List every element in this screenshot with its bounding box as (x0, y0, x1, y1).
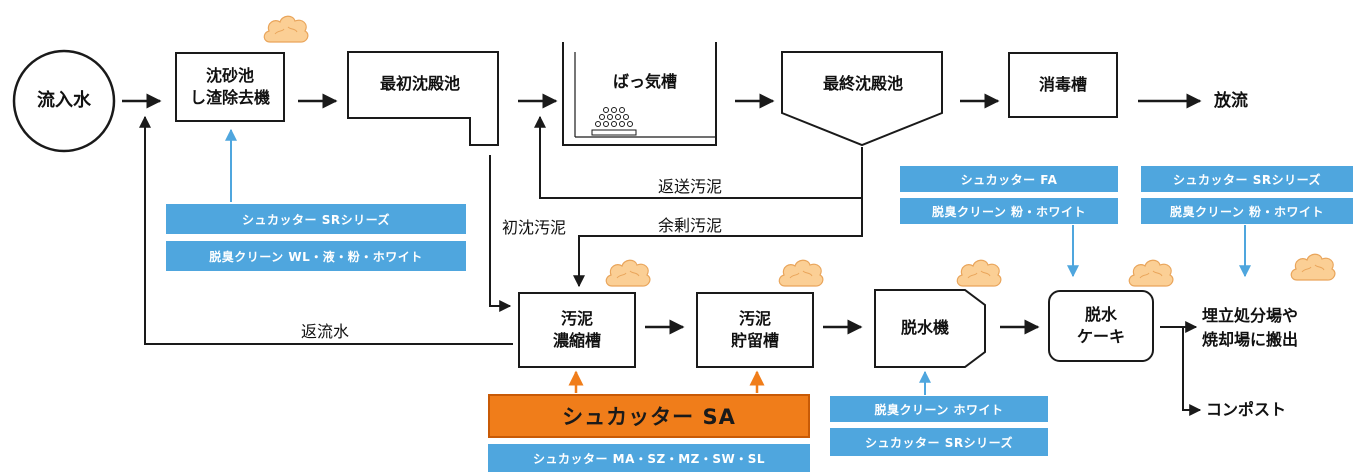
influent-circle (12, 49, 116, 153)
primary-tank-outline (347, 51, 499, 146)
dewatered-cake-line1: 脱水 (1084, 305, 1117, 324)
discharge-label: 放流 (1214, 91, 1248, 111)
final-tank-outline (781, 51, 943, 147)
screen-remover-label: し渣除去機 (189, 88, 270, 107)
sludge-thickener-line2: 濃縮槽 (552, 331, 601, 350)
sludge-thickener-box: 汚泥 濃縮槽 (518, 292, 636, 368)
return-water-label: 返流水 (300, 322, 349, 341)
odor-cloud-icon (263, 15, 309, 43)
landfill-line2: 焼却場に搬出 (1202, 330, 1299, 349)
dewatered-cake-line2: ケーキ (1076, 327, 1125, 346)
disinfection-tank-label: 消毒槽 (1038, 75, 1087, 94)
compost-label: コンポスト (1206, 400, 1287, 419)
grit-chamber-label: 沈砂池 (205, 66, 254, 85)
primary-sludge-label: 初沈汚泥 (501, 218, 566, 237)
primary-tank-label: 最初沈殿池 (379, 74, 460, 93)
landfill-label: 埋立処分場や 焼却場に搬出 (1202, 304, 1352, 352)
landfill-line1: 埋立処分場や (1202, 306, 1299, 325)
product-tag-sa-sub: シュカッター MA・SZ・MZ・SW・SL (488, 444, 810, 472)
dewater-label: 脱水機 (900, 318, 949, 337)
odor-cloud-icon (1290, 253, 1336, 281)
dewater-outline (874, 289, 986, 368)
sludge-storage-line2: 貯留槽 (730, 331, 779, 350)
sludge-storage-line1: 汚泥 (738, 309, 771, 328)
influent-label: 流入水 (37, 90, 91, 111)
product-tag-cake-a: シュカッター FA (900, 166, 1118, 192)
product-tag-dewater-b: シュカッター SRシリーズ (830, 428, 1048, 456)
grit-chamber-box: 沈砂池 し渣除去機 (175, 52, 285, 122)
aeration-tank-outline (562, 42, 717, 146)
product-tag-grit-a: シュカッター SRシリーズ (166, 204, 466, 234)
odor-cloud-icon (605, 259, 651, 287)
disinfection-tank-box: 消毒槽 (1008, 52, 1118, 118)
diffuser-bubbles (591, 107, 637, 136)
product-tag-sa: シュカッター SA (488, 394, 810, 438)
product-tag-cake-b: 脱臭クリーン 粉・ホワイト (900, 198, 1118, 224)
product-tag-out-b: 脱臭クリーン 粉・ホワイト (1141, 198, 1353, 224)
sludge-thickener-line1: 汚泥 (560, 309, 593, 328)
product-tag-grit-b: 脱臭クリーン WL・液・粉・ホワイト (166, 241, 466, 271)
dewatered-cake-box: 脱水 ケーキ (1048, 290, 1154, 362)
aeration-tank-label: ばっ気槽 (612, 72, 677, 91)
odor-cloud-icon (1128, 259, 1174, 287)
excess-sludge-label: 余剰汚泥 (657, 216, 722, 235)
return-sludge-label: 返送汚泥 (657, 177, 722, 196)
odor-cloud-icon (956, 259, 1002, 287)
product-tag-dewater-a: 脱臭クリーン ホワイト (830, 396, 1048, 422)
product-tag-out-a: シュカッター SRシリーズ (1141, 166, 1353, 192)
sludge-storage-box: 汚泥 貯留槽 (696, 292, 814, 368)
odor-cloud-icon (778, 259, 824, 287)
final-tank-label: 最終沈殿池 (822, 74, 903, 93)
